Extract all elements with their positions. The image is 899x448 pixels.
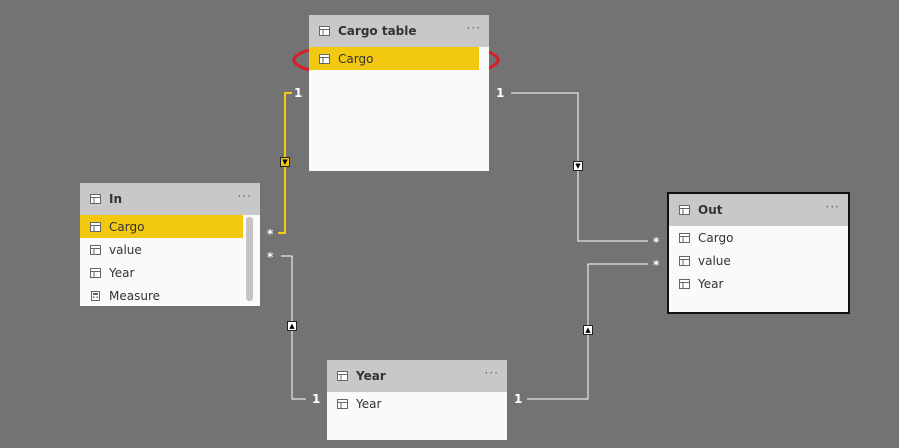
table-title: Year	[356, 369, 386, 383]
cardinality-year-in: 1	[312, 392, 321, 406]
table-icon	[679, 232, 690, 243]
field-year[interactable]: Year	[669, 272, 848, 295]
cardinality-out-cargo: *	[653, 235, 660, 249]
table-icon	[337, 398, 348, 409]
more-options-icon[interactable]: ···	[237, 189, 252, 203]
more-options-icon[interactable]: ···	[466, 21, 481, 35]
field-label: Measure	[109, 288, 160, 303]
more-options-icon[interactable]: ···	[825, 200, 840, 214]
filter-direction-down-icon[interactable]: ▼	[280, 157, 290, 167]
table-icon	[90, 194, 101, 204]
field-year[interactable]: Year	[327, 392, 507, 415]
cardinality-year-out: 1	[514, 392, 523, 406]
field-label: Year	[698, 276, 724, 291]
table-title: Cargo table	[338, 24, 417, 38]
calculator-icon	[90, 290, 101, 301]
field-label: Year	[356, 396, 382, 411]
cardinality-in-cargo: *	[267, 227, 274, 241]
field-cargo[interactable]: Cargo	[669, 226, 848, 249]
field-value[interactable]: value	[80, 238, 260, 261]
table-icon	[679, 205, 690, 215]
field-label: Cargo	[698, 230, 734, 245]
field-label: value	[698, 253, 731, 268]
table-icon	[90, 221, 101, 232]
cardinality-out-year: *	[653, 258, 660, 272]
table-header[interactable]: Year ···	[327, 360, 507, 392]
table-card-cargo-table[interactable]: Cargo table ··· Cargo	[309, 15, 489, 171]
field-measure[interactable]: Measure	[80, 284, 260, 307]
filter-direction-up-icon[interactable]: ▲	[287, 321, 297, 331]
scrollbar[interactable]	[246, 217, 253, 301]
field-cargo[interactable]: Cargo	[80, 215, 243, 238]
table-card-out[interactable]: Out ··· Cargo value Year	[667, 192, 850, 314]
field-cargo[interactable]: Cargo	[309, 47, 479, 70]
field-year[interactable]: Year	[80, 261, 260, 284]
field-value[interactable]: value	[669, 249, 848, 272]
field-label: Cargo	[338, 51, 374, 66]
cardinality-cargo-out: 1	[496, 86, 505, 100]
table-title: In	[109, 192, 123, 206]
table-card-year[interactable]: Year ··· Year	[327, 360, 507, 440]
table-title: Out	[698, 203, 723, 217]
field-label: value	[109, 242, 142, 257]
table-header[interactable]: Cargo table ···	[309, 15, 489, 47]
table-icon	[90, 267, 101, 278]
filter-direction-up-icon[interactable]: ▲	[583, 325, 593, 335]
table-icon	[90, 244, 101, 255]
field-label: Year	[109, 265, 135, 280]
table-card-in[interactable]: In ··· Cargo value Year Measure	[80, 183, 260, 306]
more-options-icon[interactable]: ···	[484, 366, 499, 380]
cardinality-in-year: *	[267, 250, 274, 264]
filter-direction-down-icon[interactable]: ▼	[573, 161, 583, 171]
table-header[interactable]: In ···	[80, 183, 260, 215]
table-header[interactable]: Out ···	[669, 194, 848, 226]
field-label: Cargo	[109, 219, 145, 234]
table-icon	[679, 278, 690, 289]
table-icon	[337, 371, 348, 381]
table-icon	[679, 255, 690, 266]
cardinality-cargo-in: 1	[294, 86, 303, 100]
table-icon	[319, 26, 330, 36]
table-icon	[319, 53, 330, 64]
